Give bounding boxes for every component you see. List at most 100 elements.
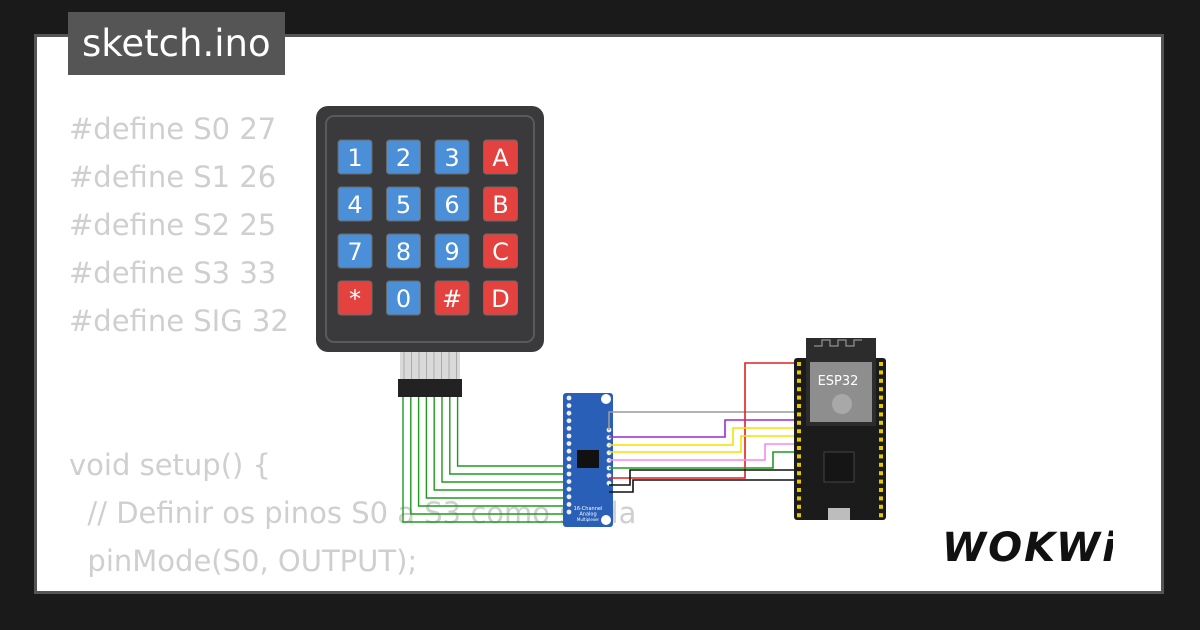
esp32-pin — [797, 420, 801, 425]
keypad-key-label: 4 — [347, 191, 362, 219]
esp32-pin — [797, 479, 801, 484]
keypad-key — [337, 186, 373, 222]
keypad-key — [386, 139, 421, 175]
esp-wire — [608, 411, 800, 430]
esp32-pin — [879, 471, 883, 476]
esp32-pin — [879, 362, 883, 366]
esp32-pin — [879, 513, 883, 518]
esp32-pin — [879, 404, 883, 408]
esp32-pin — [879, 387, 883, 392]
esp32-label: ESP32 — [818, 374, 859, 389]
esp32-usb-chip — [823, 451, 855, 483]
keypad-key-label: 5 — [396, 191, 411, 219]
code-line: void setup() { — [69, 448, 271, 482]
esp32-pin — [797, 462, 801, 467]
esp-wire — [609, 451, 800, 469]
mux-mount-hole — [601, 394, 611, 404]
mux-pin — [566, 486, 572, 492]
esp32-pin — [879, 454, 883, 459]
esp32-pin — [879, 504, 883, 509]
keypad-wire — [449, 397, 568, 475]
esp32-antenna-trace — [814, 339, 862, 347]
mux-pin — [566, 494, 572, 500]
keypad-key — [337, 233, 373, 269]
keypad-key-label: C — [492, 238, 509, 266]
esp32-pin — [879, 429, 883, 434]
keypad-key — [386, 280, 421, 316]
esp32-pin — [797, 429, 801, 434]
code-line: #define SIG 32 — [69, 304, 289, 338]
keypad-ribbon — [400, 352, 460, 380]
esp32-pin — [879, 437, 883, 442]
esp-wire — [609, 443, 800, 461]
mux-label: 16-Channel — [574, 506, 603, 512]
esp32-pin — [797, 488, 801, 492]
esp32-pin — [797, 513, 801, 518]
esp32-pin — [797, 504, 801, 509]
keypad-key — [483, 280, 518, 316]
keypad-wire — [410, 397, 568, 515]
esp-wire — [609, 435, 800, 453]
keypad-wire — [417, 397, 568, 507]
esp-wires — [608, 362, 800, 493]
keypad-key-label: * — [349, 285, 361, 313]
esp32-pin — [797, 378, 801, 383]
keypad-key — [337, 280, 373, 316]
keypad-key-label: 1 — [347, 144, 362, 172]
mux-pin — [566, 410, 572, 416]
esp32-pin — [797, 362, 801, 366]
esp32-pin — [879, 378, 883, 383]
keypad-inner-border — [325, 115, 535, 343]
esp32-logo-mark — [832, 394, 852, 414]
mux-pin — [566, 418, 572, 424]
mux-pin — [566, 456, 572, 462]
keypad-key — [434, 186, 470, 222]
mux-pin — [566, 433, 572, 439]
mux-pin — [566, 479, 572, 484]
esp32-pin — [879, 496, 883, 501]
keypad-key — [483, 139, 518, 175]
mux-pin — [566, 448, 572, 454]
keypad-key — [483, 233, 518, 269]
keypad-key-label: D — [491, 285, 509, 313]
keypad-key-label: # — [442, 285, 462, 313]
sketch-card: #define S0 27#define S1 26#define S2 25#… — [34, 34, 1164, 594]
esp-wire — [609, 479, 800, 493]
code-line: #define S2 25 — [69, 208, 277, 242]
mux-label: Multiplexer — [577, 517, 600, 522]
keypad-wire — [433, 397, 568, 491]
keypad-wire — [425, 397, 568, 499]
mux-pin — [566, 403, 572, 408]
keypad-wires — [402, 397, 568, 523]
esp32-pin — [879, 462, 883, 467]
esp32-pin — [797, 395, 801, 400]
keypad-wire — [441, 397, 568, 483]
keypad-key — [434, 280, 470, 316]
code-line: #define S3 33 — [69, 256, 277, 290]
code-line: pinMode(S0, OUTPUT); — [69, 544, 418, 578]
keypad-key-label: 8 — [396, 238, 411, 266]
keypad-key-label: 2 — [396, 144, 411, 172]
esp-wire — [609, 419, 800, 438]
keypad-key-label: 6 — [444, 191, 459, 219]
esp-wire — [609, 469, 800, 486]
mux-pin — [566, 441, 572, 446]
esp32-pin — [797, 412, 801, 417]
keypad-wire — [402, 397, 568, 523]
code-line: #define S0 27 — [69, 112, 277, 146]
keypad-key — [434, 139, 470, 175]
esp32-pin — [797, 496, 801, 501]
mux-pin — [566, 471, 572, 477]
esp32-pin — [879, 479, 883, 484]
keypad-key — [434, 233, 470, 269]
esp32-pin — [797, 454, 801, 459]
wokwi-logo: WOKWi — [942, 525, 1113, 571]
keypad-key — [386, 233, 421, 269]
mux-pin — [566, 509, 572, 515]
keypad-key — [386, 186, 421, 222]
keypad-key — [337, 139, 373, 175]
mux-mount-hole — [601, 515, 611, 525]
wokwi-logo-text: WOKWi — [942, 525, 1113, 571]
